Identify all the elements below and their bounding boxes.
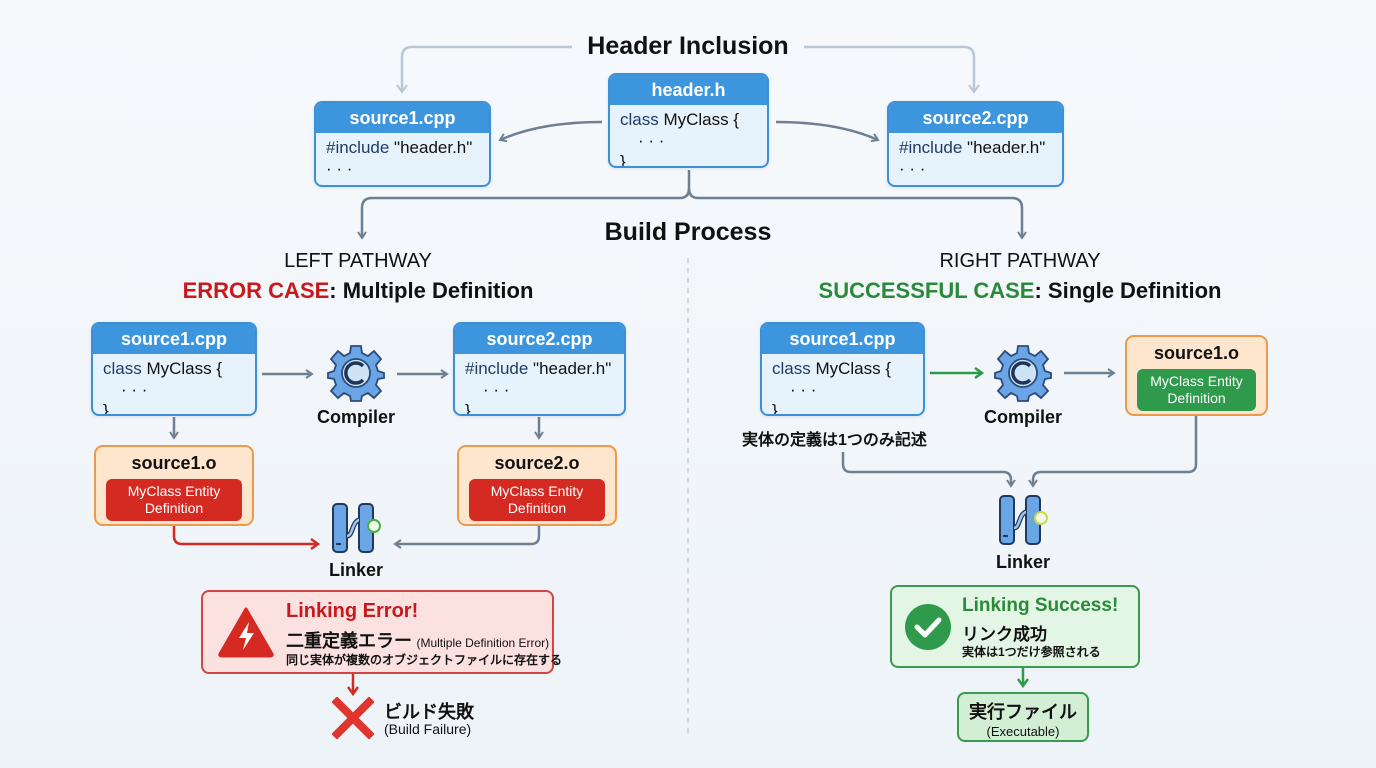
warning-lightning-icon xyxy=(218,607,274,658)
header-file-title: header.h xyxy=(610,75,767,105)
code-line: · · · xyxy=(121,380,148,399)
build-failure-en: (Build Failure) xyxy=(384,721,472,737)
right-case-heading: SUCCESSFUL CASE: Single Definition xyxy=(818,278,1222,303)
linking-error-detail: 同じ実体が複数のオブジェクトファイルに存在する xyxy=(286,653,563,667)
single-definition-note: 実体の定義は1つのみ記述 xyxy=(742,432,927,449)
left-source1-box: source1.cpp class MyClass { · · · } xyxy=(91,322,257,416)
header-to-source1-arrow xyxy=(498,120,603,143)
code-line: · · · xyxy=(899,159,926,178)
linking-success-box: Linking Success! リンク成功 実体は1つだけ参照される xyxy=(890,585,1140,668)
left-compiler-label: Compiler xyxy=(316,407,395,427)
left-obj2-definition-chip: MyClass Entity Definition xyxy=(469,479,605,521)
code-line: class MyClass { xyxy=(772,359,892,378)
right-pathway-label: RIGHT PATHWAY xyxy=(939,250,1101,272)
linking-error-box: Linking Error! 二重定義エラー (Multiple Definit… xyxy=(201,590,562,674)
left-obj2-title: source2.o xyxy=(494,453,580,473)
left-obj1-definition-chip: MyClass Entity Definition xyxy=(106,479,242,521)
left-obj1-title: source1.o xyxy=(131,453,217,473)
linking-error-subtitle: 二重定義エラー (Multiple Definition Error) xyxy=(286,631,550,651)
linking-success-title: Linking Success! xyxy=(962,595,1119,616)
right-compiler-label: Compiler xyxy=(983,407,1062,427)
executable-box: 実行ファイル (Executable) xyxy=(957,692,1089,742)
code-line: #include "header.h" xyxy=(326,138,473,157)
code-line: · · · xyxy=(483,380,510,399)
code-line: } xyxy=(103,401,109,416)
linking-success-detail: 実体は1つだけ参照される xyxy=(962,645,1101,659)
obj1-to-linker-error-arrow xyxy=(172,526,318,544)
header-inclusion-arrow-right xyxy=(804,45,980,94)
left-linker-label: Linker xyxy=(328,560,384,580)
failure-x-icon xyxy=(332,697,374,739)
build-failure-jp: ビルド失敗 xyxy=(384,702,474,722)
right-obj1-title: source1.o xyxy=(1153,343,1240,363)
right-source1-title: source1.cpp xyxy=(762,324,923,354)
right-linker-label: Linker xyxy=(995,552,1051,572)
left-obj1-box: source1.o MyClass Entity Definition xyxy=(94,445,254,526)
left-source2-box: source2.cpp #include "header.h" · · · } xyxy=(453,322,626,416)
compiler-gear-icon xyxy=(994,345,1052,402)
linking-success-jp: リンク成功 xyxy=(962,625,1047,644)
code-line: class MyClass { xyxy=(620,110,740,129)
code-line: } xyxy=(620,152,626,168)
code-line: #include "header.h" xyxy=(465,359,612,378)
code-line: class MyClass { xyxy=(103,359,223,378)
left-source1-title: source1.cpp xyxy=(93,324,255,354)
header-to-source2-arrow xyxy=(775,120,880,143)
top-source1-title: source1.cpp xyxy=(316,103,489,133)
linking-error-title: Linking Error! xyxy=(286,600,419,622)
code-line: · · · xyxy=(790,380,817,399)
executable-en: (Executable) xyxy=(986,724,1060,739)
code-line: } xyxy=(465,401,471,416)
right-obj1-box: source1.o MyClass Entity Definition xyxy=(1125,335,1268,416)
code-line: · · · xyxy=(326,159,353,178)
right-obj1-definition-chip: MyClass Entity Definition xyxy=(1137,369,1256,411)
top-source2-title: source2.cpp xyxy=(889,103,1062,133)
executable-jp: 実行ファイル xyxy=(969,702,1077,722)
header-file-box: header.h class MyClass { · · · } xyxy=(608,73,769,168)
top-source1-box: source1.cpp #include "header.h" · · · xyxy=(314,101,491,187)
linker-icon xyxy=(999,495,1048,545)
build-process-title: Build Process xyxy=(604,218,772,246)
linker-icon xyxy=(332,503,381,553)
success-check-icon xyxy=(905,604,951,650)
left-obj2-box: source2.o MyClass Entity Definition xyxy=(457,445,617,526)
header-inclusion-arrow-left xyxy=(396,45,572,94)
left-source2-title: source2.cpp xyxy=(455,324,624,354)
code-line: } xyxy=(772,401,778,416)
code-line: · · · xyxy=(638,131,665,150)
compiler-gear-icon xyxy=(327,345,385,402)
top-source2-box: source2.cpp #include "header.h" · · · xyxy=(887,101,1064,187)
left-pathway-label: LEFT PATHWAY xyxy=(284,250,432,272)
left-case-heading: ERROR CASE: Multiple Definition xyxy=(182,278,534,303)
header-inclusion-title: Header Inclusion xyxy=(587,32,789,60)
right-source1-box: source1.cpp class MyClass { · · · } xyxy=(760,322,925,416)
code-line: #include "header.h" xyxy=(899,138,1046,157)
